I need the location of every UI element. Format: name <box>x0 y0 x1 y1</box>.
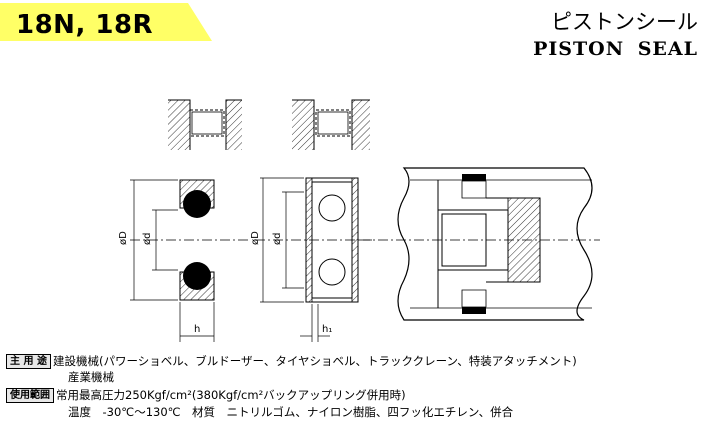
applications-row: 主 用 途建設機械(パワーショベル、ブルドーザー、タイヤショベル、トラッククレー… <box>6 354 577 369</box>
label-width-n: h <box>194 324 200 335</box>
seal-section-18n <box>130 179 248 342</box>
range-row-2: 温度 -30℃～130℃ 材質 ニトリルゴム、ナイロン樹脂、四フッ化エチレン、併… <box>68 405 513 420</box>
series-title: 18N, 18R <box>16 10 154 40</box>
series-title-band: 18N, 18R <box>0 3 212 41</box>
applications-tag: 主 用 途 <box>6 354 51 369</box>
label-id-r: ød <box>272 233 283 245</box>
label-od-n: øD <box>118 231 129 245</box>
range-row: 使用範囲常用最高圧力250Kgf/cm²(380Kgf/cm²バックアップリング… <box>6 388 406 403</box>
range-tag: 使用範囲 <box>6 388 54 403</box>
applications-text-2: 産業機械 <box>68 370 114 384</box>
applications-row-2: 産業機械 <box>68 370 114 385</box>
range-text: 常用最高圧力250Kgf/cm²(380Kgf/cm²バックアップリング併用時) <box>56 388 406 402</box>
applications-text: 建設機械(パワーショベル、ブルドーザー、タイヤショベル、トラッククレーン、特装ア… <box>52 354 577 368</box>
product-title-jp: ピストンシール <box>551 10 698 34</box>
title-band-shape <box>0 3 212 41</box>
seal-section-18r <box>255 177 372 342</box>
groove-detail-r <box>292 99 370 150</box>
range-text-2: 温度 -30℃～130℃ 材質 ニトリルゴム、ナイロン樹脂、四フッ化エチレン、併… <box>68 405 514 419</box>
product-title-en: PISTON SEAL <box>533 38 698 60</box>
groove-detail-n <box>168 99 242 150</box>
piston-assembly <box>360 167 600 321</box>
label-id-n: ød <box>142 233 153 245</box>
label-width-r: h₁ <box>322 324 332 335</box>
technical-drawing: øD ød h øD ød h₁ <box>118 99 600 342</box>
label-od-r: øD <box>250 231 261 245</box>
